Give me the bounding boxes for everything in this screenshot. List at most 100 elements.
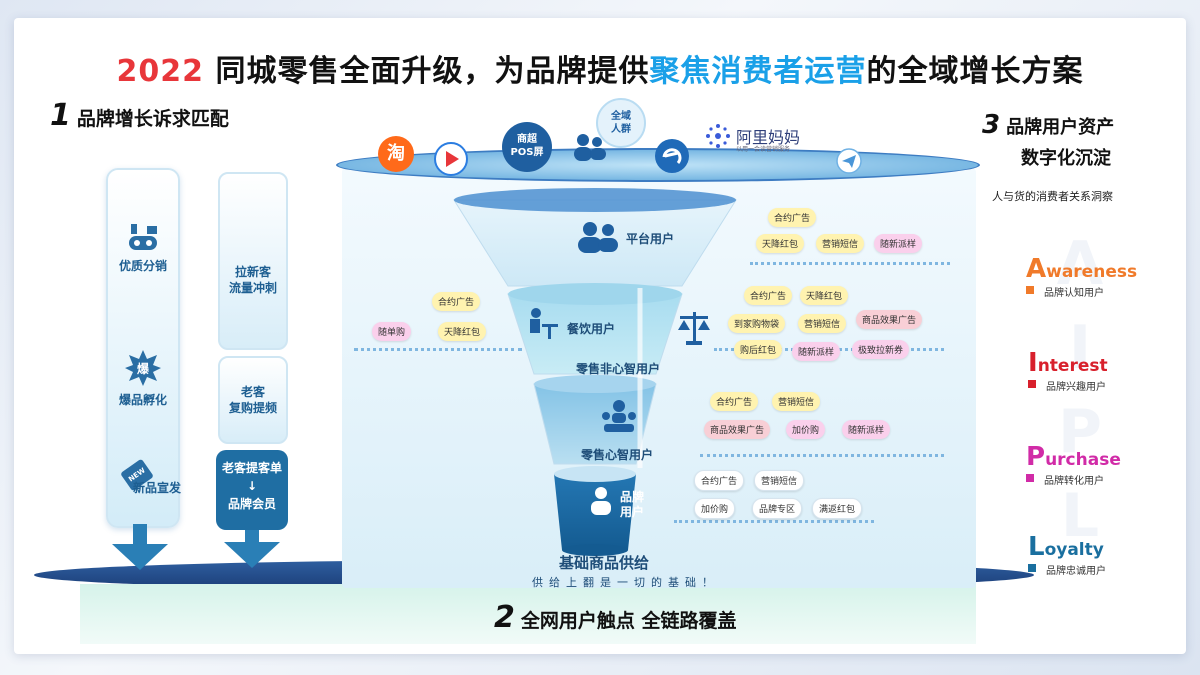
- aipl-loyalty-sub: 品牌忠诚用户: [1046, 566, 1106, 577]
- aipl-awareness-marker: [1026, 286, 1034, 294]
- title-part1: 同城零售全面升级，为品牌提供: [204, 54, 650, 89]
- title-highlight: 聚焦消费者运营: [649, 54, 867, 89]
- aipl-awareness-rest: wareness: [1046, 262, 1138, 282]
- tag-l1-sample: 随新派样: [874, 234, 923, 253]
- aipl-interest-letter: I: [1028, 348, 1038, 378]
- hot-badge-text: 爆: [137, 361, 150, 376]
- funnel-level4-label: 品牌 用户: [620, 490, 645, 519]
- section3-caption: 人与货的消费者关系洞察: [992, 190, 1113, 203]
- tag-l4-sms: 营销短信: [754, 470, 805, 491]
- aipl-purchase-letter: P: [1026, 442, 1046, 472]
- send-plane-icon: [836, 148, 862, 174]
- tag-l3-contract-ad: 合约广告: [710, 392, 759, 411]
- alimama-label: 阿里妈妈: [736, 128, 801, 147]
- section3-line1: 品牌用户资产: [1006, 117, 1115, 138]
- taobao-icon: 淘: [378, 136, 414, 172]
- alimama-sub: 以用一会读营销服务: [736, 146, 791, 153]
- hot-burst-icon: 爆: [125, 350, 161, 386]
- section2-number: 2: [494, 600, 515, 635]
- balance-scale-icon: [678, 312, 710, 345]
- dining-icon: [530, 308, 558, 339]
- aipl-purchase-marker: [1026, 474, 1034, 482]
- ground-base: [80, 584, 976, 644]
- funnel-level3-label: 零售心智用户: [581, 448, 654, 462]
- title-part2: 的全域增长方案: [866, 54, 1084, 89]
- section1-number: 1: [50, 98, 71, 133]
- slide-title: 2022 同城零售全面升级，为品牌提供聚焦消费者运营的全域增长方案: [14, 46, 1186, 90]
- col1-item-3: 新品宣发: [132, 481, 181, 495]
- funnel-level1-label: 平台用户: [626, 232, 675, 246]
- aipl-purchase-sub: 品牌转化用户: [1044, 476, 1104, 487]
- brand-user-icon: [591, 487, 611, 515]
- aipl-loyalty: Loyalty 品牌忠诚用户: [1028, 532, 1106, 577]
- aipl-watermark-p: P: [1058, 397, 1102, 467]
- funnel-level2-label: 餐饮用户: [567, 322, 616, 336]
- funnel-level2b-label: 零售非心智用户: [576, 362, 661, 376]
- section2-text: 全网用户触点 全链路覆盖: [520, 610, 737, 632]
- tag-l2-left-contract-ad: 合约广告: [432, 292, 481, 311]
- section3-line2: 数字化沉淀: [1021, 148, 1112, 169]
- col2-bottom-arrow: ↓: [246, 479, 258, 493]
- aipl-interest-rest: nterest: [1037, 356, 1108, 376]
- aipl-purchase-rest: urchase: [1045, 450, 1121, 470]
- title-year: 2022: [116, 54, 205, 89]
- tag-l2-left-red-packet: 天降红包: [438, 322, 487, 341]
- tag-l1-contract-ad: 合约广告: [768, 208, 817, 227]
- base-subtitle: 供给上翻是一切的基础！: [532, 576, 719, 589]
- base-title: 基础商品供给: [559, 554, 650, 572]
- tag-l4-brand-zone: 品牌专区: [752, 498, 803, 519]
- connector-line-3: [700, 454, 944, 457]
- tag-l3-sample: 随新派样: [842, 420, 891, 439]
- tag-l3-sms: 营销短信: [772, 392, 821, 411]
- aipl-interest: Interest 品牌兴趣用户: [1028, 348, 1108, 393]
- tag-l2-right-coupon: 极致拉新券: [852, 340, 910, 359]
- aipl-watermark-l: L: [1060, 481, 1100, 551]
- connector-line-2-left: [354, 348, 522, 351]
- connector-line-1: [750, 262, 950, 265]
- eleme-icon: [655, 139, 689, 173]
- play-arrow-icon: [434, 142, 468, 176]
- tag-l3-add-price: 加价购: [786, 420, 826, 439]
- tag-l2-right-red-packet: 天降红包: [800, 286, 849, 305]
- col2-bottom-line1: 老客提客单: [221, 461, 282, 475]
- aipl-purchase: Purchase 品牌转化用户: [1026, 442, 1121, 487]
- tag-l4-cashback: 满返红包: [812, 498, 863, 519]
- section3-number: 3: [982, 110, 1001, 140]
- growth-panel-new-customers: 拉新客 流量冲刺: [218, 172, 288, 350]
- aipl-watermark-i: I: [1068, 313, 1092, 383]
- tag-l1-red-packet: 天降红包: [756, 234, 805, 253]
- connector-line-4: [674, 520, 874, 523]
- col2-top-label: 拉新客 流量冲刺: [228, 265, 277, 295]
- col1-item-1: 优质分销: [118, 259, 167, 273]
- tag-l1-sms: 营销短信: [816, 234, 865, 253]
- aipl-interest-sub: 品牌兴趣用户: [1046, 382, 1106, 393]
- tag-l2-left-order-buy: 随单购: [372, 322, 412, 341]
- tag-l4-add-price: 加价购: [694, 498, 736, 519]
- col2-arrow-icon: [224, 542, 280, 568]
- all-crowd-icon: 全域 人群: [596, 98, 646, 148]
- aipl-loyalty-letter: L: [1028, 532, 1045, 562]
- col2-bottom-line2: 品牌会员: [227, 497, 276, 511]
- col2-arrow-stem: [245, 530, 259, 544]
- tag-l2-right-contract-ad: 合约广告: [744, 286, 793, 305]
- tag-l2-right-post-packet: 购后红包: [734, 340, 783, 359]
- growth-column-1: 优质分销 爆 爆品孵化 NEW 新品宣发: [106, 168, 181, 528]
- aipl-awareness-sub: 品牌认知用户: [1044, 288, 1104, 299]
- tag-l2-right-sms: 营销短信: [798, 314, 847, 333]
- tag-l2-right-product-ad: 商品效果广告: [856, 310, 923, 329]
- tag-l4-contract-ad: 合约广告: [694, 470, 745, 491]
- aipl-awareness: Awareness 品牌认知用户: [1026, 254, 1138, 299]
- tag-l2-right-sample: 随新派样: [792, 342, 841, 361]
- growth-panel-old-customers: 老客 复购提频: [218, 356, 288, 444]
- platform-users-icon: [578, 222, 618, 253]
- retail-mind-icon: [602, 400, 636, 432]
- aipl-interest-marker: [1028, 380, 1036, 388]
- aipl-watermark-a: A: [1056, 229, 1104, 299]
- crowd-icon: [574, 134, 606, 161]
- alimama-logo-icon: [706, 124, 730, 148]
- col1-item-2: 爆品孵化: [118, 393, 167, 407]
